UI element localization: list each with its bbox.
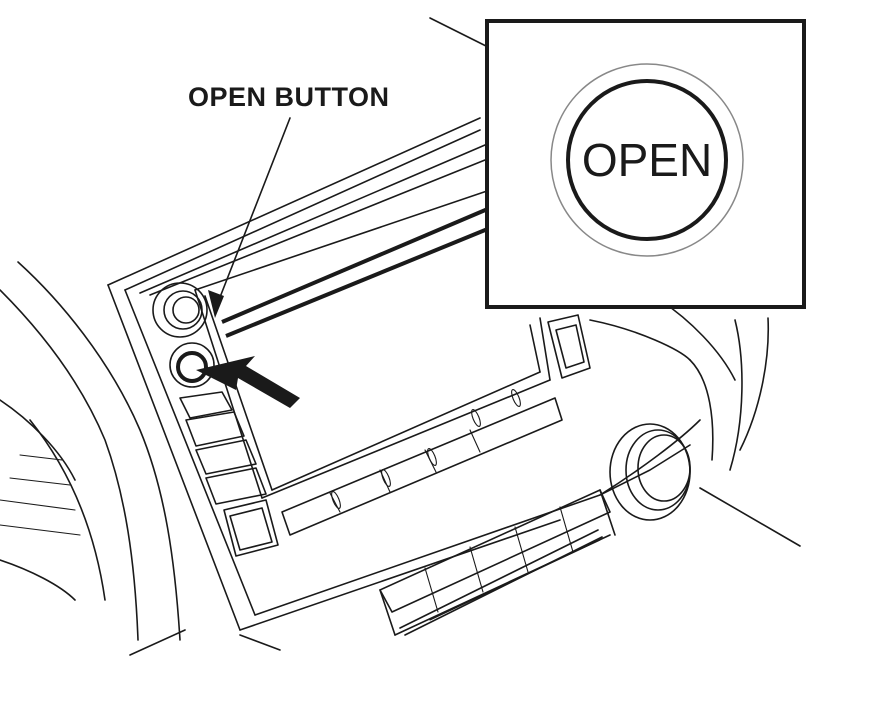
zoom-connectors [221, 206, 491, 338]
open-button-callout: OPEN BUTTON [188, 82, 390, 112]
center-console [129, 299, 770, 656]
dash-top-line [429, 17, 491, 49]
open-button-on-unit [169, 342, 215, 388]
tune-knob [609, 423, 801, 547]
left-preset-buttons [179, 391, 279, 557]
volume-knob [152, 282, 208, 338]
bottom-preset-bar [281, 389, 563, 536]
zoom-box [485, 19, 806, 309]
right-side-buttons [547, 314, 591, 379]
zoom-open-text: OPEN [582, 134, 712, 186]
head-unit-bezel [107, 117, 701, 631]
leader-line [214, 117, 291, 311]
climate-panel [379, 489, 616, 636]
leader-arrowhead [208, 290, 224, 318]
zoom-open-button: OPEN [550, 63, 744, 257]
display-screen [194, 189, 551, 499]
pointer-arrow-icon [196, 356, 300, 408]
left-dash-trim [0, 261, 181, 641]
